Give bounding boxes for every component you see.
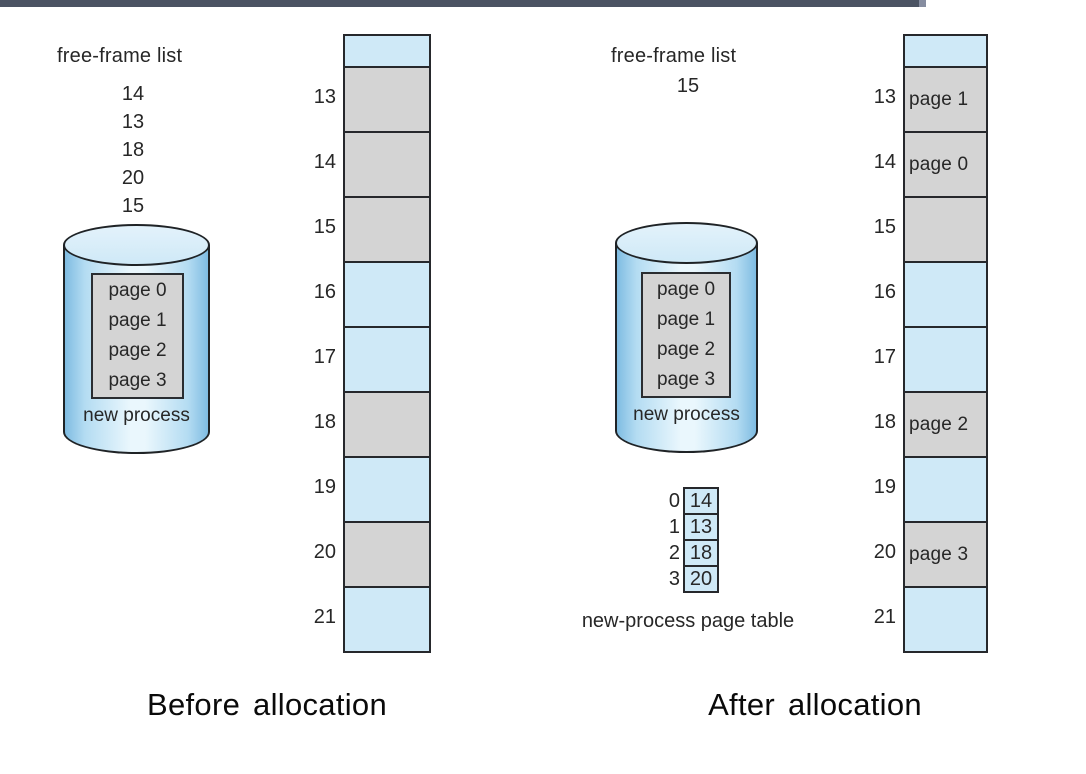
frame-number: 13 <box>873 86 896 108</box>
frame-number: 15 <box>873 216 896 238</box>
disk-cylinder-top <box>615 222 758 264</box>
free-frame-item: 20 <box>121 167 145 189</box>
frame-cell-16 <box>345 261 429 326</box>
frame-number: 21 <box>873 606 896 628</box>
disk-cylinder-top <box>63 224 210 266</box>
disk-page-line: page 0 <box>656 279 716 300</box>
before-memory-column <box>343 34 431 653</box>
disk-page-line: page 2 <box>108 340 167 361</box>
page-table-value: 13 <box>683 513 719 541</box>
frame-cell-19 <box>905 456 986 521</box>
disk-page-line: page 1 <box>656 309 716 330</box>
free-frame-item: 15 <box>676 75 700 97</box>
frame-number: 16 <box>873 281 896 303</box>
frame-cell-13: page 1 <box>905 66 986 131</box>
free-frame-item: 13 <box>121 111 145 133</box>
frame-cell-18: page 2 <box>905 391 986 456</box>
after-disk-cylinder: page 0 page 1 page 2 page 3 new process <box>615 222 758 453</box>
frame-cell-15 <box>905 196 986 261</box>
frame-cell-15 <box>345 196 429 261</box>
frame-cell-17 <box>905 326 986 391</box>
after-free-frame-list-items: 15 <box>653 72 723 100</box>
page-table-row: 3 20 <box>660 565 719 593</box>
frame-cell-20: page 3 <box>905 521 986 586</box>
frame-number: 15 <box>313 216 336 238</box>
after-free-frame-list-title: free-frame list <box>611 45 737 67</box>
slide-divider-bar <box>0 0 926 7</box>
disk-page-line: page 3 <box>108 370 167 391</box>
frame-number: 14 <box>313 151 336 173</box>
frame-number: 19 <box>313 476 336 498</box>
frame-number: 16 <box>313 281 336 303</box>
page-table-row: 0 14 <box>660 487 719 515</box>
before-frame-numbers: 13 14 15 16 17 18 19 20 21 <box>280 0 336 774</box>
page-table-value: 14 <box>683 487 719 515</box>
frame-cell-20 <box>345 521 429 586</box>
disk-page-line: page 3 <box>656 369 716 390</box>
page-table-row: 2 18 <box>660 539 719 567</box>
frame-cell-16 <box>905 261 986 326</box>
frame-cell-label: page 2 <box>909 413 969 435</box>
frame-cell-partial <box>905 36 986 66</box>
frame-number: 17 <box>873 346 896 368</box>
before-free-frame-list-items: 14 13 18 20 15 <box>98 80 168 220</box>
frame-cell-21 <box>905 586 986 651</box>
before-disk-pages-box: page 0 page 1 page 2 page 3 <box>91 273 184 399</box>
after-frame-numbers: 13 14 15 16 17 18 19 20 21 <box>840 0 896 774</box>
page-table-row: 1 13 <box>660 513 719 541</box>
before-free-frame-list-title: free-frame list <box>57 45 183 67</box>
free-frame-item: 15 <box>121 195 145 217</box>
disk-page-line: page 2 <box>656 339 716 360</box>
frame-number: 20 <box>313 541 336 563</box>
frame-cell-19 <box>345 456 429 521</box>
after-memory-column: page 1 page 0 page 2 page 3 <box>903 34 988 653</box>
frame-number: 19 <box>873 476 896 498</box>
frame-cell-17 <box>345 326 429 391</box>
slide-divider-bar-endcap <box>919 0 926 7</box>
after-disk-label: new process <box>633 404 740 425</box>
page-table-index: 2 <box>668 542 680 564</box>
frame-cell-18 <box>345 391 429 456</box>
page-table-index: 3 <box>668 568 680 590</box>
disk-page-line: page 0 <box>108 280 167 301</box>
frame-cell-14: page 0 <box>905 131 986 196</box>
frame-cell-label: page 0 <box>909 153 969 175</box>
frame-cell-label: page 3 <box>909 543 969 565</box>
before-disk-cylinder: page 0 page 1 page 2 page 3 new process <box>63 224 210 454</box>
frame-cell-14 <box>345 131 429 196</box>
after-caption: After allocation <box>708 687 922 722</box>
frame-number: 14 <box>873 151 896 173</box>
frame-cell-partial <box>345 36 429 66</box>
before-caption: Before allocation <box>146 687 388 722</box>
frame-number: 20 <box>873 541 896 563</box>
frame-number: 21 <box>313 606 336 628</box>
page-table-index: 0 <box>668 490 680 512</box>
free-frame-item: 18 <box>121 139 145 161</box>
frame-number: 18 <box>313 411 336 433</box>
page-table-value: 20 <box>683 565 719 593</box>
free-frame-item: 14 <box>121 83 145 105</box>
frame-number: 17 <box>313 346 336 368</box>
page-table-value: 18 <box>683 539 719 567</box>
frame-number: 18 <box>873 411 896 433</box>
frame-cell-label: page 1 <box>909 88 969 110</box>
after-disk-pages-box: page 0 page 1 page 2 page 3 <box>641 272 731 398</box>
frame-cell-21 <box>345 586 429 651</box>
frame-number: 13 <box>313 86 336 108</box>
before-disk-label: new process <box>83 405 190 426</box>
new-process-page-table: 0 14 1 13 2 18 3 20 <box>660 487 719 593</box>
frame-cell-13 <box>345 66 429 131</box>
page-table-index: 1 <box>668 516 680 538</box>
page-table-caption: new-process page table <box>581 610 795 632</box>
disk-page-line: page 1 <box>108 310 167 331</box>
